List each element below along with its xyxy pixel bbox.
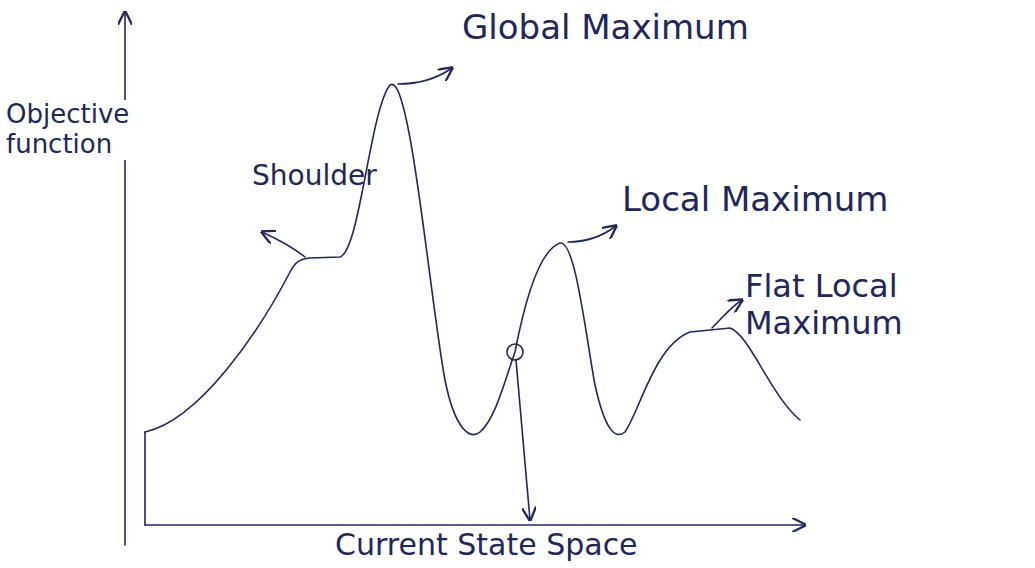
leader-arrow xyxy=(568,226,616,242)
objective-curve xyxy=(145,84,800,434)
axis-label: Current State Space xyxy=(335,528,695,563)
y-axis xyxy=(124,12,126,545)
x-axis xyxy=(145,524,805,526)
leader-arrow xyxy=(262,232,305,257)
current-state-dot xyxy=(507,344,523,360)
leader-arrow xyxy=(398,68,452,84)
current-state-drop xyxy=(516,360,530,520)
axis-label: Objective function xyxy=(6,100,156,160)
annotation-label: Global Maximum xyxy=(462,8,802,47)
annotation-label: Shoulder xyxy=(252,160,412,192)
leader-arrow xyxy=(712,300,742,328)
annotation-label: Flat Local Maximum xyxy=(745,268,1015,342)
annotation-label: Local Maximum xyxy=(622,180,942,219)
axis-drop xyxy=(144,432,146,525)
